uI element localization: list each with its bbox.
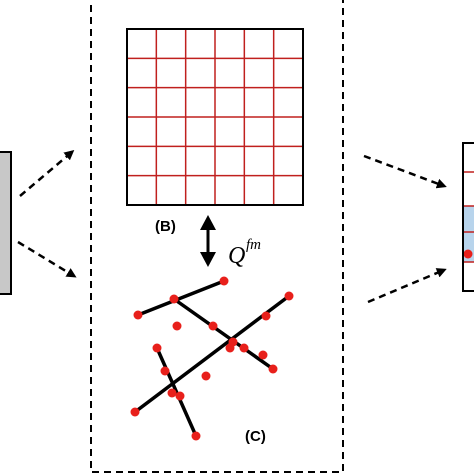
left-panel <box>0 151 12 295</box>
coupling-symbol: Q fm <box>228 237 261 269</box>
fracture-node <box>201 371 211 381</box>
dashed-arrow-lower-right <box>367 268 447 304</box>
dashed-arrow-upper-left <box>19 150 75 197</box>
coupling-symbol-superscript: fm <box>246 237 261 253</box>
fracture-node <box>191 431 201 441</box>
dashed-arrow-upper-right <box>363 154 447 189</box>
coupling-symbol-base: Q <box>228 243 245 269</box>
fracture-node <box>268 364 278 374</box>
fracture-segment <box>172 297 275 371</box>
fracture-node <box>284 291 294 301</box>
panel-b-label: (B) <box>155 218 176 235</box>
right-panel <box>462 142 474 292</box>
fracture-node <box>239 343 249 353</box>
fracture-node <box>130 407 140 417</box>
fracture-segment <box>136 279 226 317</box>
fracture-node <box>169 294 179 304</box>
dashed-arrow-lower-left <box>17 240 77 278</box>
fracture-node <box>261 311 271 321</box>
fracture-node <box>225 343 235 353</box>
fracture-node <box>208 321 218 331</box>
double-arrow <box>200 215 216 267</box>
center-dashed-frame <box>90 0 344 473</box>
structured-grid <box>126 28 304 206</box>
fracture-node <box>133 310 143 320</box>
fracture-node <box>258 350 268 360</box>
fracture-node <box>219 276 229 286</box>
grid-border <box>126 28 304 206</box>
fracture-node <box>172 321 182 331</box>
fracture-node <box>167 388 177 398</box>
fracture-segment <box>155 346 198 438</box>
fracture-network <box>130 276 294 441</box>
fracture-node <box>160 366 170 376</box>
fracture-node <box>175 391 185 401</box>
fracture-node <box>152 343 162 353</box>
panel-c-label: (C) <box>245 428 266 445</box>
